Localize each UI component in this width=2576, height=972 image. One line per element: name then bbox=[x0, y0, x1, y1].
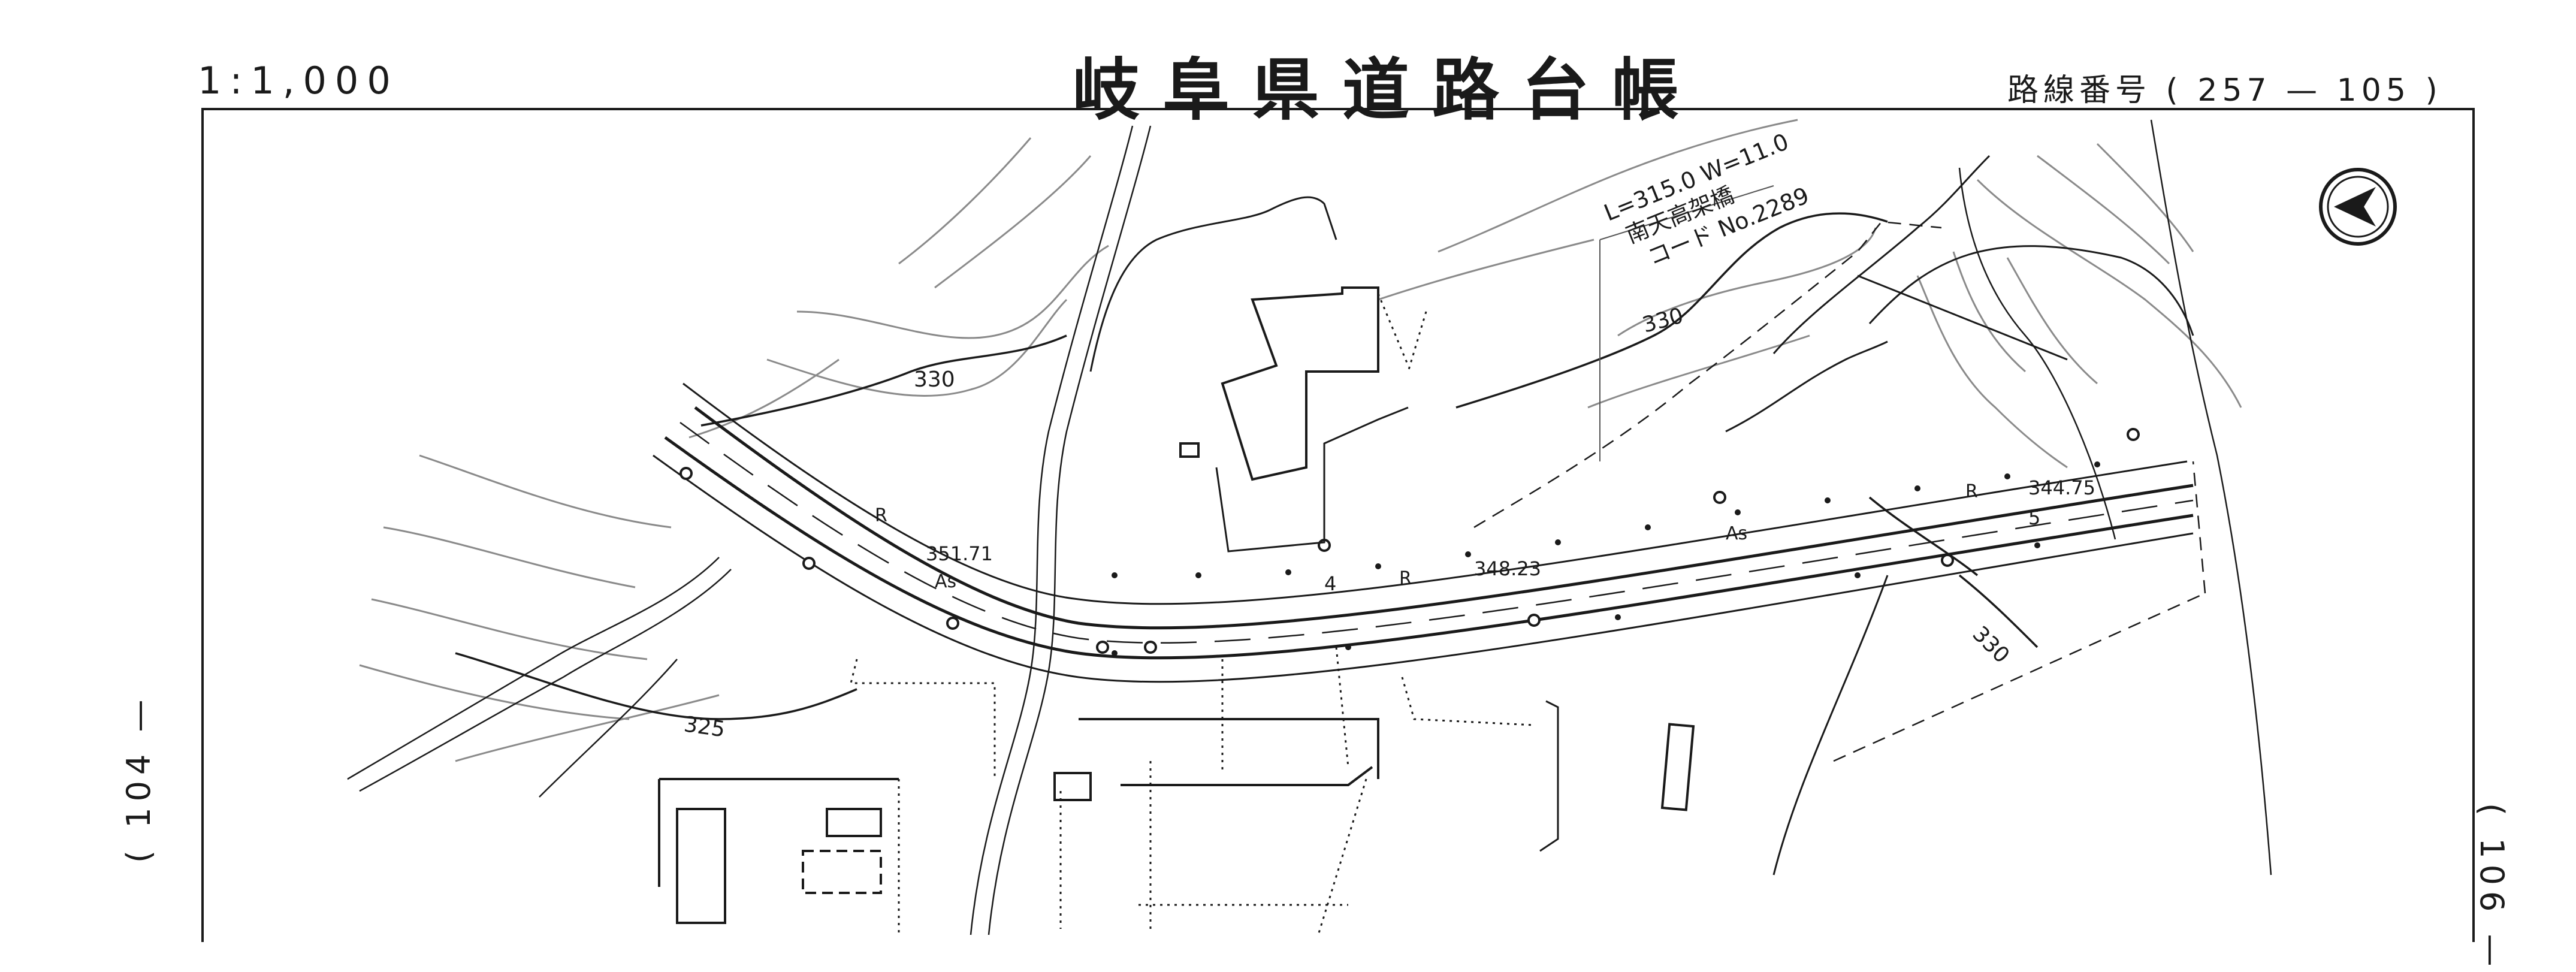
map-frame bbox=[201, 108, 2475, 942]
route-number-label: 路線番号 bbox=[2007, 73, 2152, 108]
boundary-lines bbox=[1473, 221, 2206, 762]
contour-label-330-b: 330 bbox=[1640, 303, 1686, 337]
bridge-leader bbox=[1599, 185, 1774, 461]
slope-hatching bbox=[1089, 155, 2194, 876]
map-scale: 1:1,000 bbox=[198, 59, 399, 102]
elevation-label-1: 351.71 bbox=[926, 542, 993, 565]
curve-label-3: R bbox=[1965, 481, 1978, 502]
surface-label-1: As bbox=[935, 571, 956, 592]
bridge-note: L=315.0 W=11.0 南天高架橋 コード No.2289 bbox=[1600, 128, 1813, 271]
side-roads bbox=[347, 119, 2272, 935]
road-edge-markers bbox=[1112, 461, 2100, 656]
elevation-label-3: 344.75 bbox=[2028, 476, 2095, 499]
road-ledger-map: L=315.0 W=11.0 南天高架橋 コード No.2289 330 330… bbox=[201, 108, 2475, 942]
elevation-label-2: 348.23 bbox=[1474, 557, 1541, 580]
building-outline bbox=[1179, 286, 1379, 481]
curve-label-2: R bbox=[1399, 568, 1412, 589]
north-arrow-icon bbox=[2319, 168, 2397, 246]
contour-lines bbox=[359, 119, 2242, 762]
parcel-lines bbox=[850, 293, 1535, 935]
contour-label-325: 325 bbox=[682, 712, 727, 742]
contour-label-330-c: 330 bbox=[1968, 621, 2015, 668]
station-label-5: 5 bbox=[2028, 506, 2040, 529]
curve-label-1: R bbox=[875, 505, 887, 526]
road-prefectural-route bbox=[653, 382, 2194, 683]
station-label-4: 4 bbox=[1324, 572, 1336, 595]
surface-label-2: As bbox=[1726, 523, 1747, 544]
contour-label-330-a: 330 bbox=[914, 367, 955, 392]
page-title: 岐阜県道路台帳 bbox=[1073, 52, 1702, 129]
route-number-value: ( 257 — 105 ) bbox=[2166, 73, 2442, 108]
route-number: 路線番号 ( 257 — 105 ) bbox=[2007, 65, 2442, 110]
index-contours bbox=[455, 212, 2039, 720]
lower-structures bbox=[658, 718, 1695, 924]
manhole-symbols bbox=[680, 428, 2140, 654]
